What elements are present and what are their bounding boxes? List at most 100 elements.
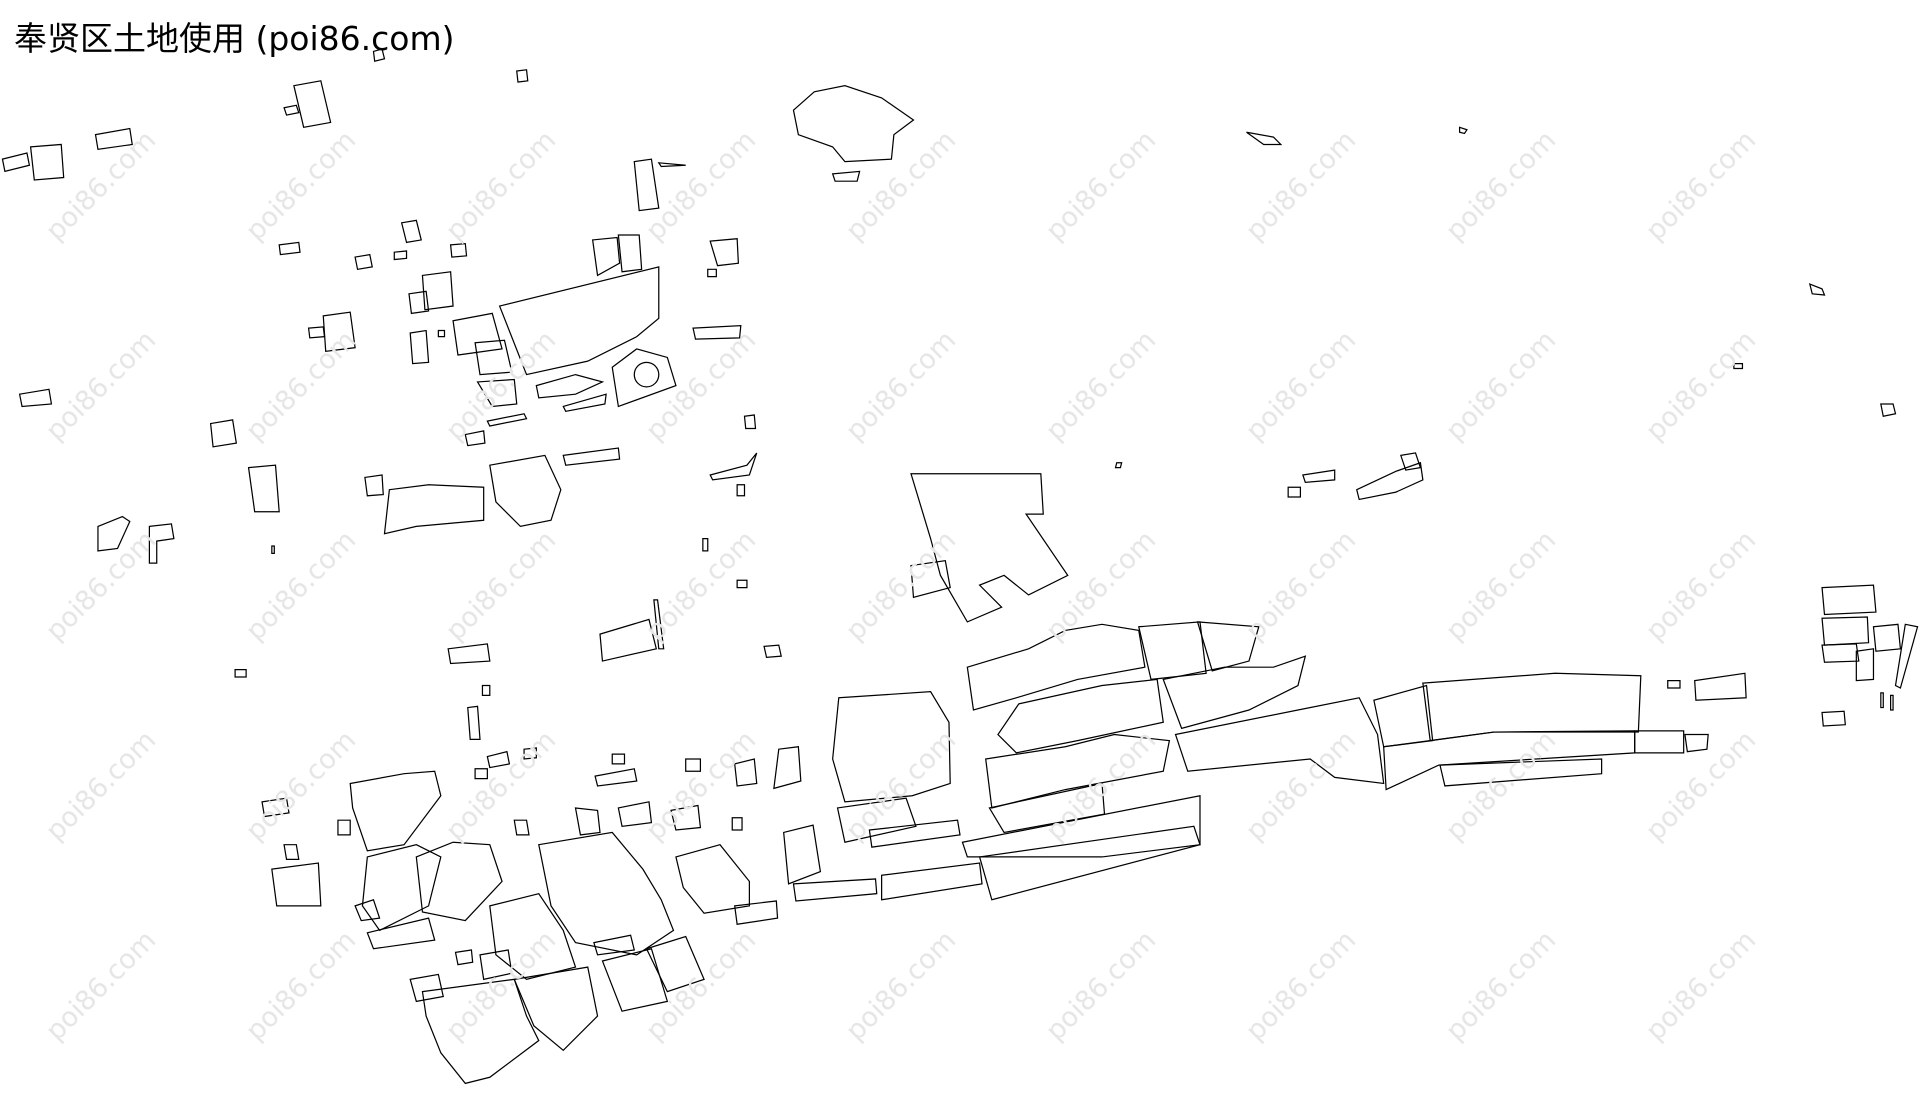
land-parcel[interactable] (1667, 680, 1681, 689)
land-parcel[interactable] (421, 271, 454, 311)
land-parcel[interactable] (481, 684, 491, 696)
land-parcel[interactable] (209, 419, 238, 448)
land-parcel[interactable] (486, 750, 511, 769)
land-parcel[interactable] (1821, 643, 1860, 663)
land-parcel[interactable] (657, 162, 686, 168)
land-parcel[interactable] (617, 801, 653, 827)
land-parcel[interactable] (261, 797, 290, 818)
land-parcel[interactable] (474, 768, 488, 780)
land-parcel[interactable] (447, 643, 491, 665)
land-parcel[interactable] (1855, 648, 1875, 682)
land-parcel[interactable] (293, 80, 332, 129)
land-parcel[interactable] (322, 311, 356, 353)
land-parcel[interactable] (601, 948, 669, 1012)
land-parcel[interactable] (29, 143, 65, 181)
land-parcel[interactable] (599, 618, 658, 662)
land-parcel[interactable] (283, 104, 300, 116)
land-parcel[interactable] (452, 312, 503, 356)
land-parcel[interactable] (1246, 131, 1283, 146)
land-parcel[interactable] (881, 862, 983, 901)
land-parcel[interactable] (611, 348, 677, 408)
land-parcel[interactable] (454, 949, 474, 966)
land-parcel[interactable] (783, 824, 822, 885)
land-parcel[interactable] (415, 841, 503, 922)
land-parcel[interactable] (247, 464, 280, 513)
land-parcel[interactable] (1114, 462, 1123, 469)
land-parcel[interactable] (437, 329, 446, 338)
land-parcel[interactable] (361, 844, 442, 932)
land-parcel[interactable] (486, 413, 528, 427)
land-parcel[interactable] (409, 329, 430, 365)
land-parcel[interactable] (538, 831, 675, 956)
land-parcel[interactable] (910, 473, 1069, 623)
land-parcel[interactable] (489, 454, 562, 528)
land-parcel[interactable] (1821, 584, 1877, 616)
land-parcel[interactable] (421, 978, 540, 1085)
land-parcel[interactable] (337, 819, 351, 836)
land-parcel[interactable] (685, 758, 702, 772)
land-parcel[interactable] (1162, 655, 1307, 730)
land-parcel[interactable] (1880, 403, 1897, 417)
land-parcel[interactable] (1684, 733, 1709, 753)
land-parcel[interactable] (594, 768, 638, 787)
land-parcel[interactable] (383, 484, 485, 535)
land-parcel[interactable] (271, 862, 322, 907)
land-parcel[interactable] (792, 878, 878, 902)
land-parcel[interactable] (734, 900, 779, 925)
land-parcel[interactable] (1808, 282, 1826, 296)
land-parcel[interactable] (574, 807, 601, 836)
land-parcel[interactable] (832, 691, 951, 803)
land-parcel[interactable] (1880, 692, 1884, 709)
land-parcel[interactable] (792, 85, 915, 163)
land-parcel[interactable] (773, 746, 802, 790)
land-parcel[interactable] (18, 388, 53, 408)
land-parcel[interactable] (489, 892, 577, 981)
land-parcel[interactable] (498, 266, 660, 376)
land-parcel[interactable] (966, 623, 1146, 711)
land-parcel[interactable] (562, 447, 621, 466)
land-parcel[interactable] (1302, 469, 1336, 483)
land-parcel[interactable] (709, 238, 740, 267)
land-parcel[interactable] (278, 241, 301, 256)
land-parcel[interactable] (593, 934, 636, 956)
land-parcel[interactable] (591, 236, 621, 277)
land-parcel[interactable] (1, 152, 31, 173)
land-parcel[interactable] (1821, 710, 1846, 727)
land-parcel[interactable] (148, 523, 175, 564)
land-parcel[interactable] (836, 797, 917, 843)
land-parcel[interactable] (409, 973, 445, 1003)
land-parcel[interactable] (1400, 452, 1422, 471)
land-parcel[interactable] (763, 644, 782, 659)
land-parcel[interactable] (283, 844, 300, 860)
land-parcel[interactable] (734, 758, 758, 787)
land-parcel[interactable] (1458, 126, 1468, 135)
land-parcel[interactable] (449, 242, 468, 258)
land-parcel[interactable] (831, 170, 861, 182)
land-parcel[interactable] (354, 253, 373, 271)
land-parcel[interactable] (479, 949, 513, 981)
land-parcel[interactable] (743, 414, 757, 430)
land-parcel[interactable] (1634, 730, 1685, 754)
land-parcel[interactable] (516, 69, 529, 83)
land-parcel[interactable] (736, 484, 746, 497)
land-parcel[interactable] (513, 966, 599, 1052)
land-parcel[interactable] (467, 705, 481, 741)
land-parcel[interactable] (372, 48, 386, 62)
land-parcel[interactable] (1733, 362, 1744, 370)
land-parcel[interactable] (1174, 697, 1385, 785)
land-parcel[interactable] (1890, 694, 1894, 711)
land-parcel[interactable] (1694, 672, 1747, 701)
land-parcel[interactable] (349, 770, 442, 852)
land-parcel[interactable] (366, 917, 436, 950)
land-parcel[interactable] (611, 753, 626, 765)
land-parcel[interactable] (234, 669, 247, 678)
land-parcel[interactable] (868, 819, 961, 848)
land-parcel[interactable] (400, 219, 422, 244)
land-parcel[interactable] (364, 474, 384, 497)
land-parcel[interactable] (1356, 461, 1424, 501)
land-parcel[interactable] (408, 290, 430, 315)
land-parcel[interactable] (633, 158, 660, 212)
land-parcel[interactable] (709, 452, 758, 481)
land-parcel[interactable] (702, 538, 709, 552)
